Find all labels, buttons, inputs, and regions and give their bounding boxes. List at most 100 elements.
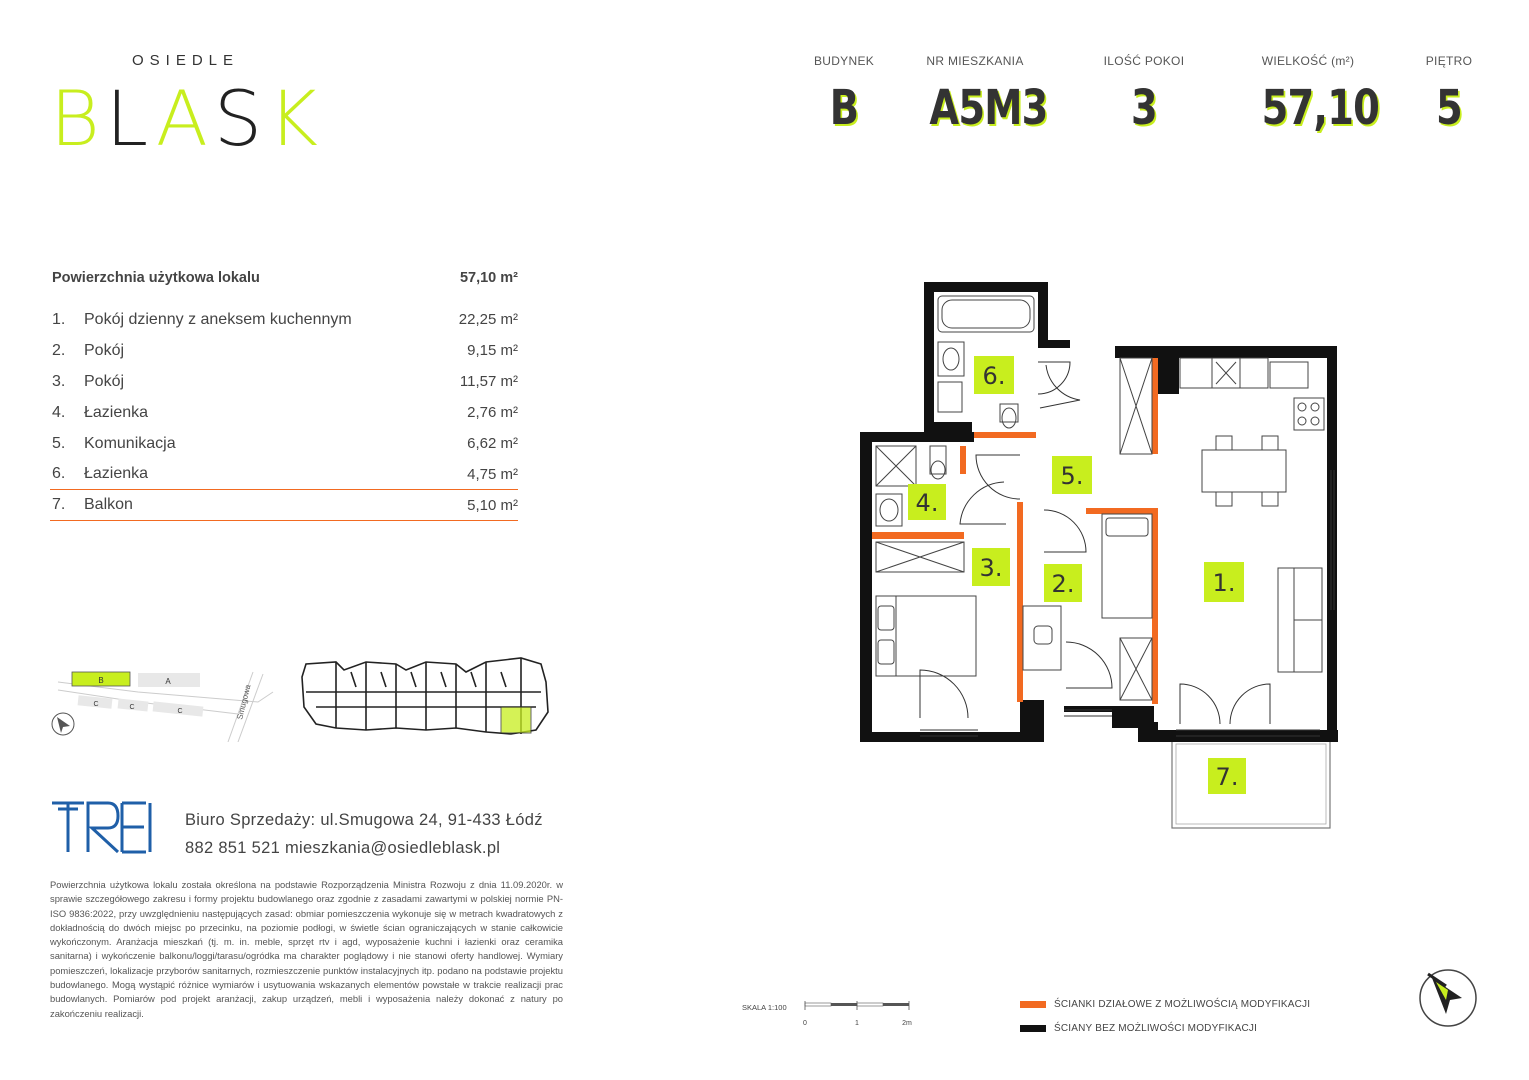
room-label-7-text: 7. [1216,763,1239,791]
table-row: 4. Łazienka 2,76 m² [50,397,518,428]
room-label-7 [1208,758,1246,794]
room-table: Powierzchnia użytkowa lokalu 57,10 m² 1.… [50,270,518,521]
room-label-4 [908,484,946,520]
row-area: 9,15 m² [467,342,518,359]
sales-office-contact: Biuro Sprzedaży: ul.Smugowa 24, 91-433 Ł… [185,806,543,862]
table-row: 3. Pokój 11,57 m² [50,366,518,397]
street-label: Smugowa [235,683,252,720]
room-label-1 [1204,562,1244,602]
table-row: 1. Pokój dzienny z aneksem kuchennym 22,… [50,304,518,335]
room-label-5 [1052,456,1092,494]
legend-swatch-orange [1020,1000,1046,1008]
bathroom-fixtures [875,295,1035,527]
legend-item-black: ŚCIANY BEZ MOŻLIWOŚCI MODYFIKACJI [1020,1016,1310,1040]
row-area: 22,25 m² [458,311,518,328]
location-map: B A C C C Smugowa [51,671,274,742]
info-nr-mieszkania: NR MIESZKANIA A5M3 [918,54,1048,136]
row-num: 5. [52,434,66,452]
room-label-2 [1044,564,1082,602]
legend: ŚCIANKI DZIAŁOWE Z MOŻLIWOŚCIĄ MODYFIKAC… [1020,992,1310,1040]
room-label-3 [972,548,1010,586]
building-c [117,698,149,712]
row-area: 5,10 m² [467,496,518,514]
info-value: A5M3 [929,80,1048,136]
legend-label: ŚCIANY BEZ MOŻLIWOŚCI MODYFIKACJI [1054,1022,1258,1034]
info-label: NR MIESZKANIA [926,54,1024,68]
room-label-3-text: 3. [980,554,1003,582]
contact-phone-email: 882 851 521 mieszkania@osiedleblask.pl [185,839,501,857]
info-budynek: BUDYNEK B [806,54,882,136]
table-title: Powierzchnia użytkowa lokalu [52,270,260,286]
legend-item-orange: ŚCIANKI DZIAŁOWE Z MOŻLIWOŚCIĄ MODYFIKAC… [1020,992,1310,1016]
info-value: 57,10 [1261,80,1380,136]
room-label-4-text: 4. [916,489,939,517]
info-label: BUDYNEK [813,54,875,68]
balcony [1171,739,1331,829]
floor-plan: 1. 2. 3. 4. 5. 6. 7. [860,282,1338,829]
table-row: 5. Komunikacja 6,62 m² [50,428,518,459]
row-name: Łazienka [84,403,149,421]
table-row: 2. Pokój 9,15 m² [50,335,518,366]
row-num: 6. [52,465,66,482]
room-label-2-text: 2. [1052,570,1075,598]
building-b-label: B [98,676,103,685]
row-name: Pokój [84,372,125,390]
furniture [875,357,1325,701]
info-value: 3 [1131,80,1158,136]
info-wielkosc: WIELKOŚĆ (m²) 57,10 [1250,54,1380,136]
legend-label: ŚCIANKI DZIAŁOWE Z MOŻLIWOŚCIĄ MODYFIKAC… [1054,998,1311,1010]
building-a-label: A [165,677,171,686]
room-label-6 [974,356,1014,394]
apartment-highlight [500,706,532,734]
row-num: 1. [52,310,66,328]
scale-tick-2: 2m [902,1020,912,1027]
row-area: 11,57 m² [459,373,518,390]
room-label-1-text: 1. [1213,569,1236,597]
info-label: PIĘTRO [1425,54,1473,68]
room-label-5-text: 5. [1061,462,1084,490]
modifiable-walls [872,358,1158,704]
info-pietro: PIĘTRO 5 [1418,54,1480,136]
table-row: 6. Łazienka 4,75 m² [50,459,518,490]
contact-address: Biuro Sprzedaży: ul.Smugowa 24, 91-433 Ł… [185,811,543,829]
room-label-6-text: 6. [983,362,1006,390]
doors [919,361,1271,725]
row-area: 6,62 m² [467,435,518,452]
row-name: Pokój [84,341,125,359]
scale-label: SKALA 1:100 [742,1003,787,1012]
building-c-label: C [177,708,182,715]
building-c [77,695,113,709]
row-name: Balkon [84,496,133,513]
row-name: Łazienka [84,465,149,482]
table-header: Powierzchnia użytkowa lokalu 57,10 m² [50,270,518,304]
row-num: 4. [52,403,66,421]
building-plan [301,657,549,735]
scale-tick-0: 0 [803,1020,807,1027]
info-value: B [829,80,859,136]
map-compass-icon [51,712,75,736]
table-row: 7. Balkon 5,10 m² [50,490,518,521]
info-value: 5 [1436,80,1463,136]
info-label: ILOŚĆ POKOI [1103,54,1185,68]
building-c [152,701,204,717]
row-name: Komunikacja [84,434,176,452]
row-area: 4,75 m² [467,465,518,483]
legend-swatch-black [1020,1024,1046,1032]
room-labels: 1. 2. 3. 4. 5. 6. 7. [908,356,1246,794]
trei-logo [52,801,152,854]
disclaimer-text: Powierzchnia użytkowa lokalu została okr… [50,879,563,1019]
table-total: 57,10 m² [459,270,518,286]
info-label: WIELKOŚĆ (m²) [1261,54,1355,68]
building-b [71,671,131,687]
logo-blask: BLASK [50,74,324,163]
row-area: 2,76 m² [467,404,518,421]
row-num: 7. [52,496,66,513]
scale-bar: 0 1 2m [803,1001,912,1027]
building-c-label: C [129,704,134,711]
building-a [138,673,200,687]
scale-tick-1: 1 [855,1020,859,1027]
building-c-label: C [93,701,98,708]
row-num: 3. [52,372,66,390]
logo-osiedle: OSIEDLE [132,52,240,69]
compass-icon [1419,969,1477,1027]
